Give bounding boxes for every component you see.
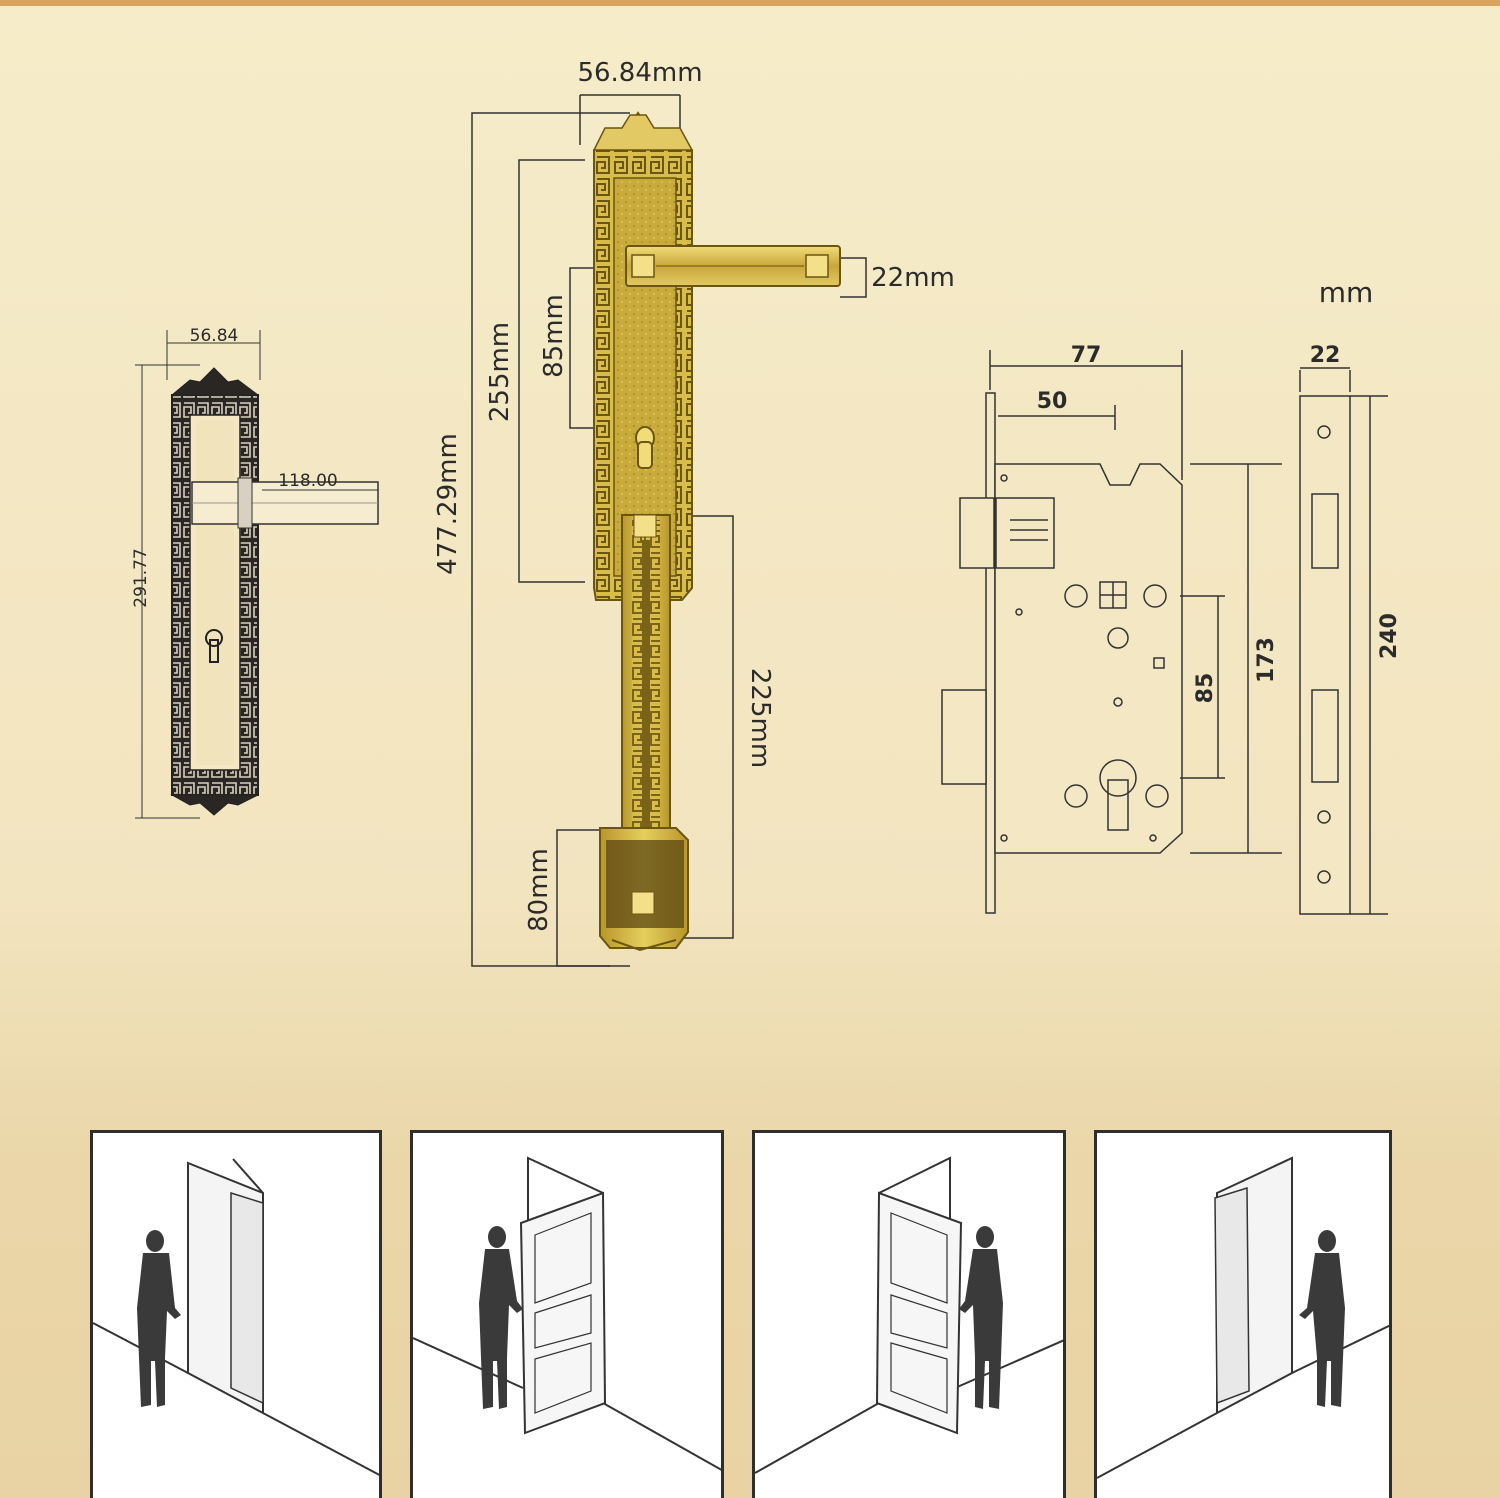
top-border <box>0 0 1500 6</box>
technical-drawing: 56.84 291.77 118.00 56.84mm 22mm 477.29m… <box>131 58 1402 967</box>
faceplate <box>1299 395 1351 915</box>
lever-thickness-label: 22mm <box>871 263 955 293</box>
faceplate-width-label: 22 <box>1310 343 1341 368</box>
door-swing-panel-2 <box>410 1130 724 1498</box>
person-at-door-icon <box>413 1156 721 1471</box>
small-handle-bottom-crest <box>170 794 259 816</box>
upper-plate-label: 255mm <box>485 322 515 422</box>
bottom-block-label: 80mm <box>524 848 554 932</box>
small-handle-drawing <box>135 330 379 819</box>
door-swing-panel-1 <box>90 1130 382 1498</box>
small-handle-lever-label: 118.00 <box>278 471 337 491</box>
body-height-label: 173 <box>1254 637 1279 683</box>
center-distance-label: 85 <box>1193 673 1218 704</box>
small-keyhole-icon <box>205 629 223 647</box>
total-height-label: 477.29mm <box>433 433 463 575</box>
lower-part-label: 225mm <box>745 668 775 768</box>
faceplate-height-label: 240 <box>1377 613 1402 659</box>
small-handle-height-label: 291.77 <box>131 548 151 607</box>
lock-body-drawing <box>941 350 1388 915</box>
unit-label: mm <box>1319 276 1374 309</box>
main-handle-crest <box>592 114 694 151</box>
main-handle-width-label: 56.84mm <box>577 58 702 88</box>
small-handle-top-crest <box>170 367 260 396</box>
person-at-door-icon <box>93 1158 379 1476</box>
person-at-door-icon <box>1097 1156 1389 1479</box>
lock-width-label: 77 <box>1071 343 1102 368</box>
door-swing-panel-3 <box>752 1130 1066 1498</box>
backset-label: 50 <box>1037 389 1068 414</box>
main-handle-drawing <box>471 94 867 967</box>
person-at-door-icon <box>755 1156 1063 1474</box>
small-handle-width-label: 56.84 <box>190 326 239 346</box>
door-swing-panel-4 <box>1094 1130 1392 1498</box>
lever-to-key-label: 85mm <box>539 294 569 378</box>
